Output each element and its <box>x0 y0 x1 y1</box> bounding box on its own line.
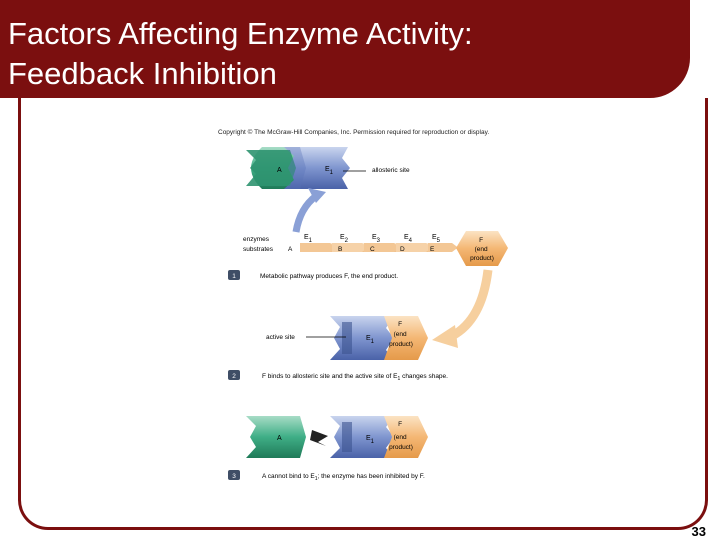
substrate-a-label-top: A <box>277 167 282 174</box>
slide-frame <box>18 98 708 530</box>
step-1-badge <box>228 270 240 280</box>
allosteric-site-label: allosteric site <box>372 167 410 174</box>
pathway-substrate-d: D <box>400 246 405 253</box>
enzyme-e1-shape-top <box>284 147 350 189</box>
pathway-enzyme-labels: E1 E2 E3 E4 E5 <box>304 234 441 244</box>
step-2: 2 F binds to allosteric site and the act… <box>228 370 448 382</box>
step-3-badge <box>228 470 240 480</box>
step-1: 1 Metabolic pathway produces F, the end … <box>228 270 398 280</box>
slide-title: Factors Affecting Enzyme Activity: Feedb… <box>8 14 473 94</box>
end-product-f-label-middle: F (end product) <box>389 321 413 348</box>
pathway-substrate-a: A <box>288 246 293 253</box>
enzyme-e1-label-middle: E1 <box>366 335 375 345</box>
enzyme-e1-shape-bottom <box>330 416 394 458</box>
active-site-label: active site <box>266 334 295 341</box>
substrate-a-cap-top <box>246 150 296 186</box>
pathway-enzyme-e5: E5 <box>432 234 441 244</box>
pathway-enzyme-e2: E2 <box>340 234 349 244</box>
pathway-enzyme-e3: E3 <box>372 234 381 244</box>
step-2-number: 2 <box>232 373 236 380</box>
step-2-text: F binds to allosteric site and the activ… <box>262 373 448 382</box>
pathway-substrate-b: B <box>338 246 342 253</box>
step-3-number: 3 <box>232 473 236 480</box>
bottom-enzyme-complex: A E1 F (end product) <box>246 416 428 458</box>
top-enzyme-complex: A E1 allosteric site <box>246 147 410 189</box>
slide-number: 33 <box>691 524 706 539</box>
pathway-substrate-labels: A B C D E <box>288 246 435 253</box>
blocked-arrow-icon <box>310 430 328 446</box>
metabolic-pathway: enzymes substrates E1 E2 E3 E4 E5 A B C D E F (e… <box>243 231 508 266</box>
step-1-number: 1 <box>232 273 236 280</box>
step-3-text: A cannot bind to E1; the enzyme has been… <box>262 473 425 482</box>
step-1-text: Metabolic pathway produces F, the end pr… <box>260 273 398 280</box>
step-3: 3 A cannot bind to E1; the enzyme has be… <box>228 470 425 482</box>
end-product-f-label-bottom: F (end product) <box>389 421 413 451</box>
pathway-enzyme-e1: E1 <box>304 234 313 244</box>
middle-enzyme-complex: active site E1 F (end product) <box>266 316 428 360</box>
copyright-text: Copyright © The McGraw-Hill Companies, I… <box>218 128 489 136</box>
title-line-1: Factors Affecting Enzyme Activity: <box>8 16 473 51</box>
feedback-arrow-blue <box>292 193 319 233</box>
end-product-f-hexagon-bottom <box>384 416 428 458</box>
step-2-badge <box>228 370 240 380</box>
title-bar: Factors Affecting Enzyme Activity: Feedb… <box>0 0 690 98</box>
title-line-2: Feedback Inhibition <box>8 56 277 91</box>
end-product-f-hexagon-middle <box>384 316 428 360</box>
enzyme-e1-label-bottom: E1 <box>366 435 375 445</box>
substrates-label: substrates <box>243 246 274 253</box>
pathway-substrate-e: E <box>430 246 435 253</box>
pathway-substrate-c: C <box>370 246 375 253</box>
substrate-a-label-bottom: A <box>277 435 282 442</box>
feedback-arrow-orange <box>449 269 493 340</box>
end-product-f-label: F (end product) <box>470 237 494 262</box>
pathway-enzyme-e4: E4 <box>404 234 413 244</box>
enzyme-e1-label-top: E1 <box>325 166 334 176</box>
enzyme-e1-shape-middle <box>330 316 394 360</box>
end-product-f-hexagon <box>456 231 508 266</box>
enzymes-label: enzymes <box>243 236 270 243</box>
substrate-a-shape-bottom <box>246 416 306 458</box>
